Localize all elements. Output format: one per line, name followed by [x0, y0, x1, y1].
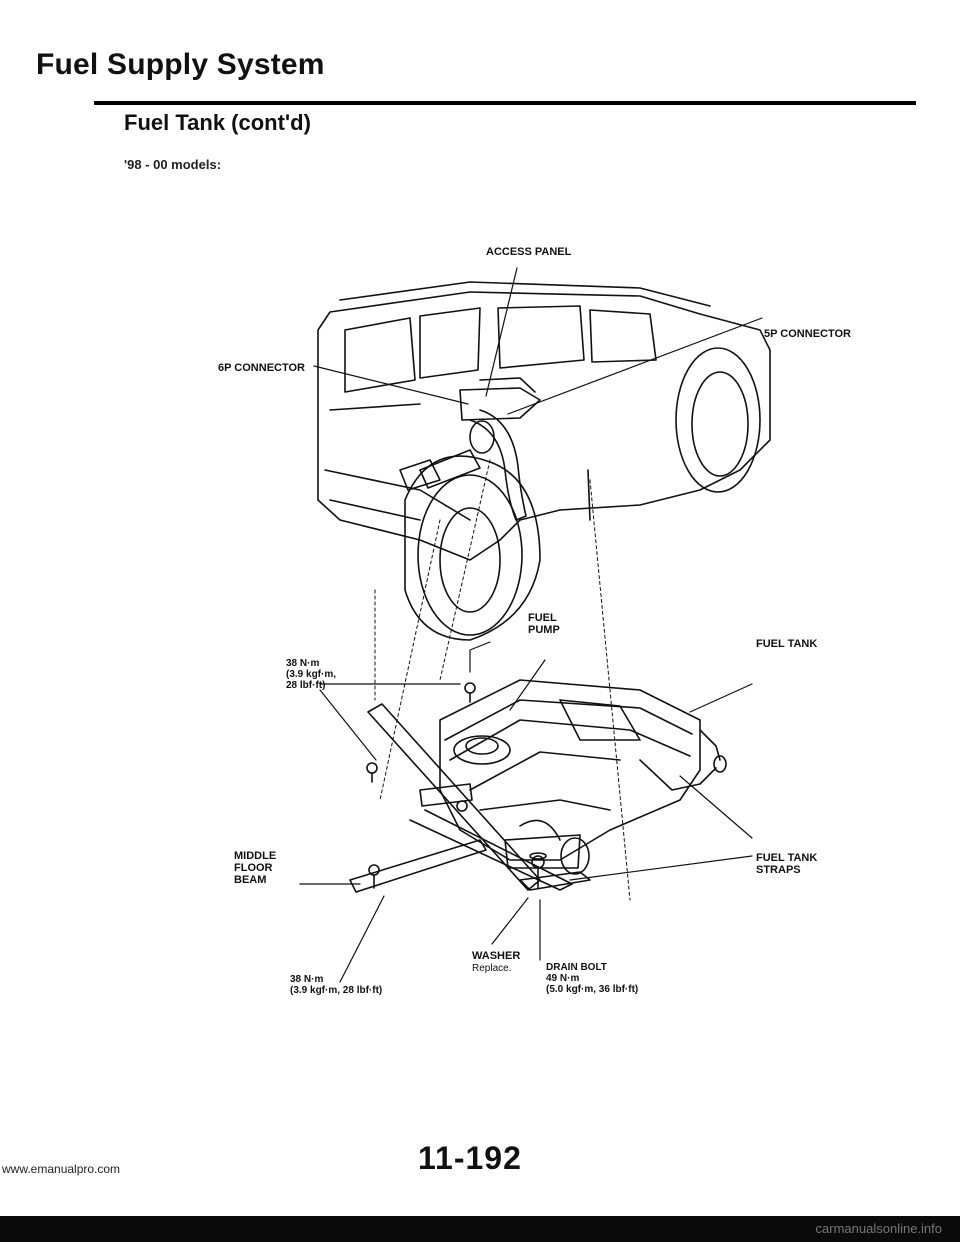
section-title: Fuel Tank (cont'd)	[124, 110, 311, 135]
middle-floor-beam	[349, 783, 487, 893]
site-url[interactable]: www.emanualpro.com	[2, 1162, 121, 1176]
fuel-tank-straps-label: FUEL TANK STRAPS	[756, 852, 818, 876]
access-panel-label: ACCESS PANEL	[486, 246, 572, 258]
drain-bolt-label: DRAIN BOLT 49 N·m (5.0 kgf·m, 36 lbf·ft)	[546, 962, 639, 995]
5p-connector-label: 5P CONNECTOR	[764, 328, 852, 340]
washer-label: WASHER	[472, 950, 521, 962]
middle-floor-beam-label: MIDDLE FLOOR BEAM	[234, 850, 277, 886]
6p-connector-label: 6P CONNECTOR	[218, 362, 306, 374]
page-number: 11-192	[418, 1140, 522, 1176]
vehicle-body	[317, 281, 771, 641]
fuel-tank	[439, 679, 727, 875]
fuel-tank-straps	[367, 703, 591, 891]
bottom-band	[0, 1216, 960, 1242]
page-title: Fuel Supply System	[36, 48, 325, 81]
guide-lines	[374, 459, 631, 901]
mounting-bolts	[366, 682, 547, 889]
title-rule	[94, 101, 916, 105]
callout-lines	[299, 267, 763, 983]
washer-replace-note: Replace.	[472, 963, 512, 974]
fuel-tank-label: FUEL TANK	[756, 638, 818, 650]
bottom-band-text[interactable]: carmanualsonline.info	[815, 1221, 942, 1236]
lower-torque-spec: 38 N·m (3.9 kgf·m, 28 lbf·ft)	[290, 974, 383, 996]
models-label: '98 - 00 models:	[124, 157, 222, 172]
upper-torque-spec: 38 N·m (3.9 kgf·m, 28 lbf·ft)	[286, 658, 337, 691]
fuel-pump-label: FUEL PUMP	[528, 612, 560, 636]
